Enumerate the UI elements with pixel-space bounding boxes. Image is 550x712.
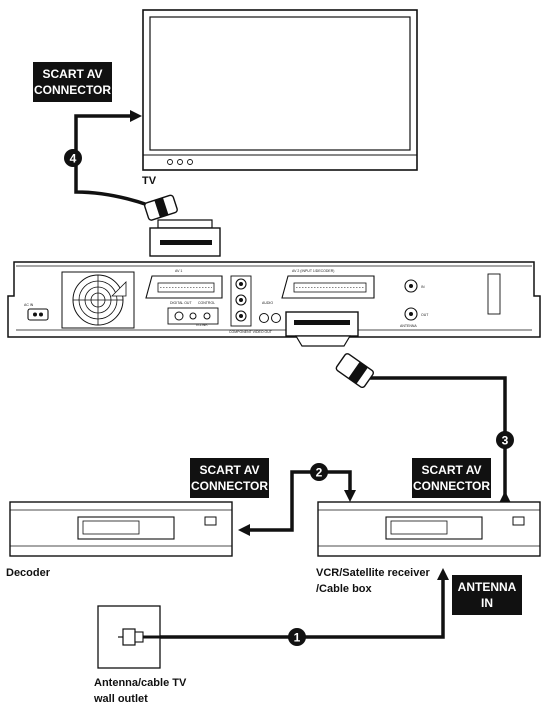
- arrow-to-vcr: [499, 491, 511, 503]
- tag-scart-tv-line2: CONNECTOR: [34, 83, 111, 97]
- outlet-label-line2: wall outlet: [93, 693, 148, 705]
- tag-scart-vcr-line1: SCART AV: [422, 463, 482, 477]
- arrow-to-vcr-scart: [344, 490, 356, 502]
- step-1: 1: [288, 628, 306, 646]
- wall-outlet: [97, 605, 161, 669]
- step-3: 3: [496, 431, 514, 449]
- step-4-number: 4: [70, 152, 77, 166]
- cable-4: [74, 114, 149, 207]
- tag-scart-vcr: SCART AV CONNECTOR: [412, 458, 491, 498]
- decoder-label: Decoder: [6, 567, 51, 579]
- tag-scart-decoder-line1: SCART AV: [200, 463, 260, 477]
- recorder-rear-panel: AC IN AV 1 DIGITAL OUT CONTROL G-LINK: [7, 261, 541, 338]
- av2-label: AV 2 (INPUT 1/DECODER): [292, 269, 334, 273]
- control-label: CONTROL: [198, 301, 215, 305]
- outlet-label-line1: Antenna/cable TV: [94, 677, 187, 689]
- cable-3: [370, 376, 507, 498]
- tag-antenna-in-line1: ANTENNA: [458, 580, 517, 594]
- step-2-number: 2: [316, 466, 323, 480]
- tag-scart-decoder-line2: CONNECTOR: [191, 479, 268, 493]
- tag-antenna-in-line2: IN: [481, 596, 493, 610]
- cooling-fan: [61, 271, 135, 329]
- scart-plug-av2: [285, 311, 375, 389]
- arrow-to-tv: [130, 110, 142, 122]
- component-video-label: COMPONENT VIDEO OUT: [229, 330, 273, 334]
- g-link-label: G-LINK: [196, 323, 208, 327]
- arrow-to-antenna-in: [437, 568, 449, 580]
- step-4: 4: [64, 149, 82, 167]
- cable-2: [250, 470, 352, 532]
- tv-label: TV: [142, 175, 157, 187]
- antenna-in-jack-label: IN: [421, 285, 425, 289]
- ac-in-label: AC IN: [24, 303, 34, 307]
- audio-label: AUDIO: [262, 301, 273, 305]
- step-2: 2: [310, 463, 328, 481]
- decoder-box: [9, 501, 233, 557]
- scart-plug-tv: [143, 194, 221, 257]
- antenna-panel-label: ANTENNA: [400, 324, 417, 328]
- tag-scart-vcr-line2: CONNECTOR: [413, 479, 490, 493]
- tag-scart-tv-line1: SCART AV: [43, 67, 103, 81]
- tag-antenna-in: ANTENNA IN: [452, 575, 522, 615]
- vcr-box: [317, 501, 541, 557]
- av1-label: AV 1: [175, 269, 182, 273]
- tag-scart-decoder: SCART AV CONNECTOR: [190, 458, 269, 498]
- step-1-number: 1: [294, 631, 301, 645]
- vcr-label-line1: VCR/Satellite receiver: [316, 567, 430, 579]
- digital-out-label: DIGITAL OUT: [170, 301, 192, 305]
- cable-1: [160, 580, 445, 639]
- step-3-number: 3: [502, 434, 509, 448]
- arrow-to-decoder: [238, 524, 250, 536]
- tv-set: [142, 9, 418, 171]
- vcr-label-line2: /Cable box: [316, 583, 373, 595]
- tag-scart-tv: SCART AV CONNECTOR: [33, 62, 112, 102]
- antenna-out-jack-label: OUT: [421, 313, 429, 317]
